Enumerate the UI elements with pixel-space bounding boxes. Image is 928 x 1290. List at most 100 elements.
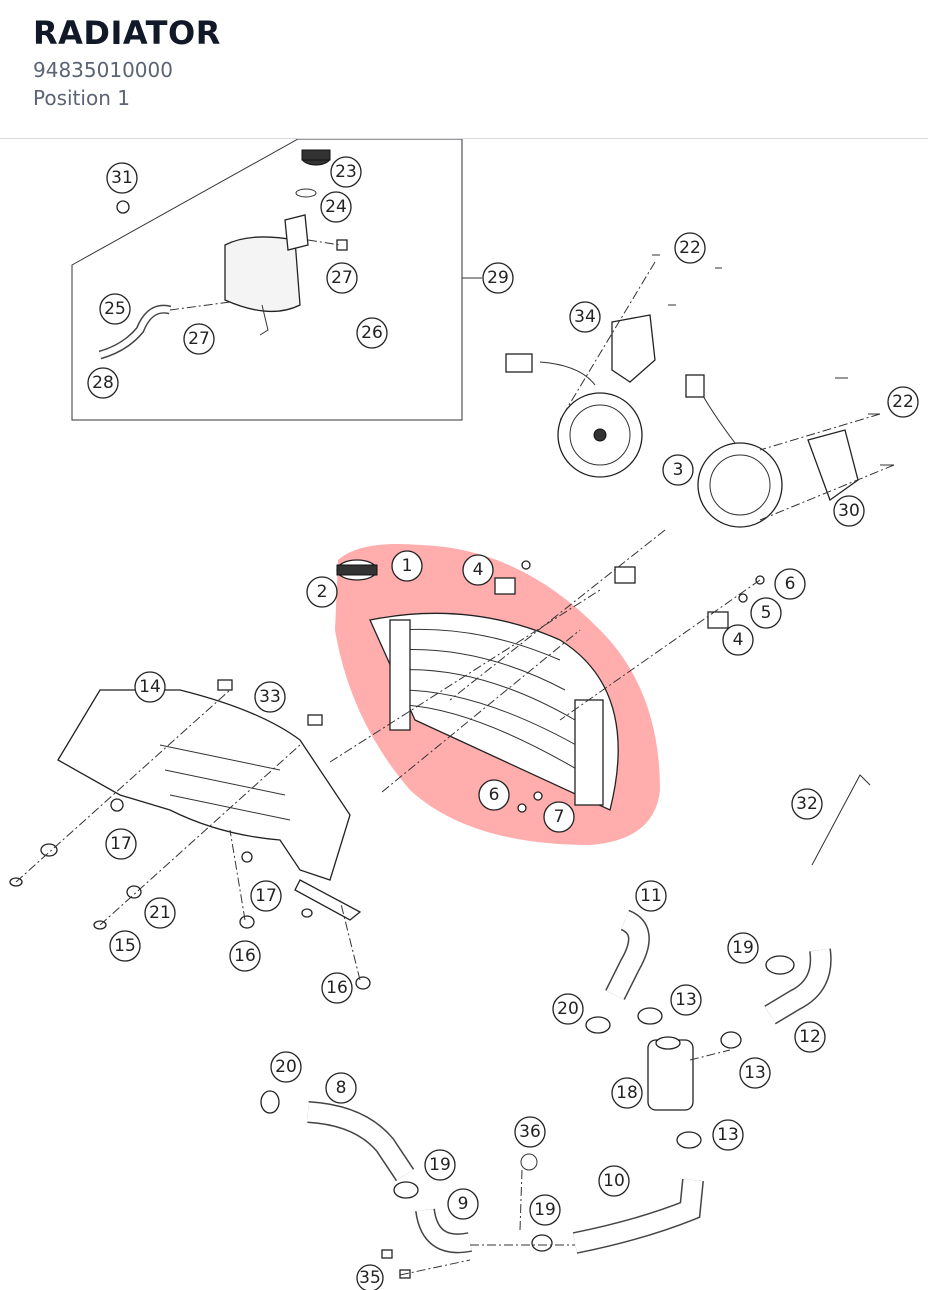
- coolant-reservoir: [224, 214, 309, 336]
- upper-hose: [605, 909, 650, 1000]
- callout-20a[interactable]: 20: [552, 993, 584, 1025]
- callout-27a[interactable]: 27: [326, 262, 358, 294]
- reservoir-cap: [301, 149, 331, 166]
- callout-6a[interactable]: 6: [774, 568, 806, 600]
- callout-20b[interactable]: 20: [270, 1051, 302, 1083]
- callout-33[interactable]: 33: [254, 681, 286, 713]
- svg-text:23: 23: [335, 162, 357, 182]
- position-label: Position 1: [33, 86, 130, 110]
- svg-text:7: 7: [554, 807, 565, 827]
- callout-13c[interactable]: 13: [712, 1119, 744, 1151]
- callout-13a[interactable]: 13: [670, 984, 702, 1016]
- svg-text:19: 19: [732, 938, 754, 958]
- svg-text:28: 28: [92, 373, 114, 393]
- svg-text:27: 27: [331, 268, 353, 288]
- svg-text:9: 9: [458, 1194, 469, 1214]
- callout-3[interactable]: 3: [662, 454, 694, 486]
- callout-18[interactable]: 18: [611, 1077, 643, 1109]
- radiator-shroud: [57, 689, 362, 921]
- page-title: RADIATOR: [33, 14, 221, 52]
- svg-text:2: 2: [317, 582, 328, 602]
- callout-14[interactable]: 14: [134, 671, 166, 703]
- callout-36[interactable]: 36: [514, 1116, 546, 1148]
- callout-28[interactable]: 28: [87, 367, 119, 399]
- callout-23[interactable]: 23: [330, 156, 362, 188]
- svg-text:25: 25: [104, 299, 126, 319]
- svg-text:17: 17: [255, 886, 277, 906]
- callout-16a[interactable]: 16: [229, 940, 261, 972]
- svg-text:22: 22: [892, 392, 914, 412]
- callout-4b[interactable]: 4: [722, 624, 754, 656]
- callout-5[interactable]: 5: [750, 597, 782, 629]
- callout-35[interactable]: 35: [356, 1264, 384, 1290]
- svg-text:33: 33: [259, 687, 281, 707]
- svg-text:35: 35: [359, 1268, 381, 1288]
- svg-text:19: 19: [429, 1155, 451, 1175]
- callout-27b[interactable]: 27: [183, 323, 215, 355]
- screws-fan: [652, 254, 894, 466]
- svg-text:22: 22: [679, 238, 701, 258]
- shroud-fasteners: [9, 679, 371, 990]
- svg-text:4: 4: [733, 630, 744, 650]
- svg-text:13: 13: [744, 1063, 766, 1083]
- svg-text:13: 13: [717, 1125, 739, 1145]
- callout-25[interactable]: 25: [99, 293, 131, 325]
- callout-24[interactable]: 24: [320, 191, 352, 223]
- callout-12[interactable]: 12: [794, 1021, 826, 1053]
- callout-13b[interactable]: 13: [739, 1057, 771, 1089]
- svg-text:10: 10: [603, 1171, 625, 1191]
- svg-text:30: 30: [838, 501, 860, 521]
- callout-16b[interactable]: 16: [321, 972, 353, 1004]
- svg-text:6: 6: [489, 785, 500, 805]
- svg-text:21: 21: [149, 903, 171, 923]
- callout-17b[interactable]: 17: [250, 880, 282, 912]
- svg-text:4: 4: [473, 560, 484, 580]
- callout-31[interactable]: 31: [106, 162, 138, 194]
- svg-text:12: 12: [799, 1027, 821, 1047]
- right-hose: [764, 948, 832, 1025]
- part-number: 94835010000: [33, 58, 173, 82]
- callout-26[interactable]: 26: [356, 317, 388, 349]
- callout-34[interactable]: 34: [569, 301, 601, 333]
- callout-22b[interactable]: 22: [887, 386, 919, 418]
- callout-30[interactable]: 30: [833, 495, 865, 527]
- callout-2[interactable]: 2: [306, 576, 338, 608]
- callout-32[interactable]: 32: [791, 788, 823, 820]
- inset-box: [71, 139, 463, 421]
- callout-21[interactable]: 21: [144, 897, 176, 929]
- svg-text:11: 11: [640, 886, 662, 906]
- callout-19a[interactable]: 19: [727, 932, 759, 964]
- fan-right: [685, 374, 783, 528]
- rubber-grommet: [116, 200, 130, 214]
- callout-17a[interactable]: 17: [105, 828, 137, 860]
- fan-mount-bracket: [807, 429, 859, 502]
- callout-19b[interactable]: 19: [424, 1149, 456, 1181]
- svg-text:20: 20: [275, 1057, 297, 1077]
- thermostat-housing: [647, 1036, 694, 1111]
- callout-10[interactable]: 10: [598, 1165, 630, 1197]
- svg-text:26: 26: [361, 323, 383, 343]
- overflow-hose: [374, 247, 442, 408]
- svg-text:27: 27: [188, 329, 210, 349]
- callout-15[interactable]: 15: [109, 930, 141, 962]
- svg-text:24: 24: [325, 197, 347, 217]
- callout-9[interactable]: 9: [447, 1188, 479, 1220]
- hose-clamps: [260, 955, 795, 1252]
- callout-29[interactable]: 29: [482, 262, 514, 294]
- callout-11[interactable]: 11: [635, 880, 667, 912]
- svg-text:34: 34: [574, 307, 596, 327]
- callout-6b[interactable]: 6: [478, 779, 510, 811]
- lower-hose-left: [307, 1101, 415, 1182]
- callout-22a[interactable]: 22: [674, 232, 706, 264]
- svg-text:5: 5: [761, 603, 772, 623]
- fan-left: [505, 353, 643, 478]
- callout-19c[interactable]: 19: [529, 1194, 561, 1226]
- callout-1[interactable]: 1: [391, 550, 423, 582]
- radiator-core: [369, 612, 619, 811]
- callout-4a[interactable]: 4: [462, 554, 494, 586]
- cable-tie: [811, 774, 871, 866]
- svg-text:18: 18: [616, 1083, 638, 1103]
- callout-7[interactable]: 7: [543, 801, 575, 833]
- svg-text:32: 32: [796, 794, 818, 814]
- callout-8[interactable]: 8: [325, 1072, 357, 1104]
